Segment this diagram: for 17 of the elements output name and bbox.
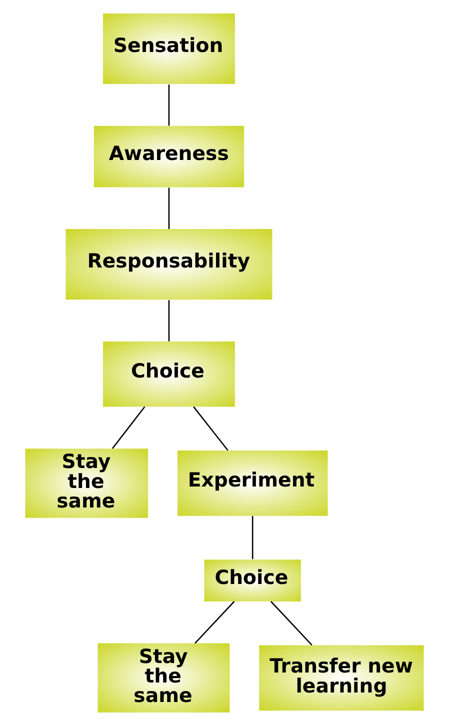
node-box: Experiment [177,450,328,516]
node-box: Awareness [94,126,244,188]
connector [270,601,312,646]
connector [252,516,254,560]
node-box: Choice [102,341,235,407]
node-box: Responsability [66,229,272,300]
node-box: Stay the same [98,643,230,713]
connector [112,406,146,449]
node-box: Transfer new learning [259,645,424,711]
node-box: Choice [204,560,301,602]
connector [194,601,235,644]
connector [193,406,228,451]
node-box: Sensation [102,13,235,84]
connector [168,84,170,126]
node-box: Stay the same [25,448,148,518]
connector [168,188,170,230]
connector [168,300,170,342]
